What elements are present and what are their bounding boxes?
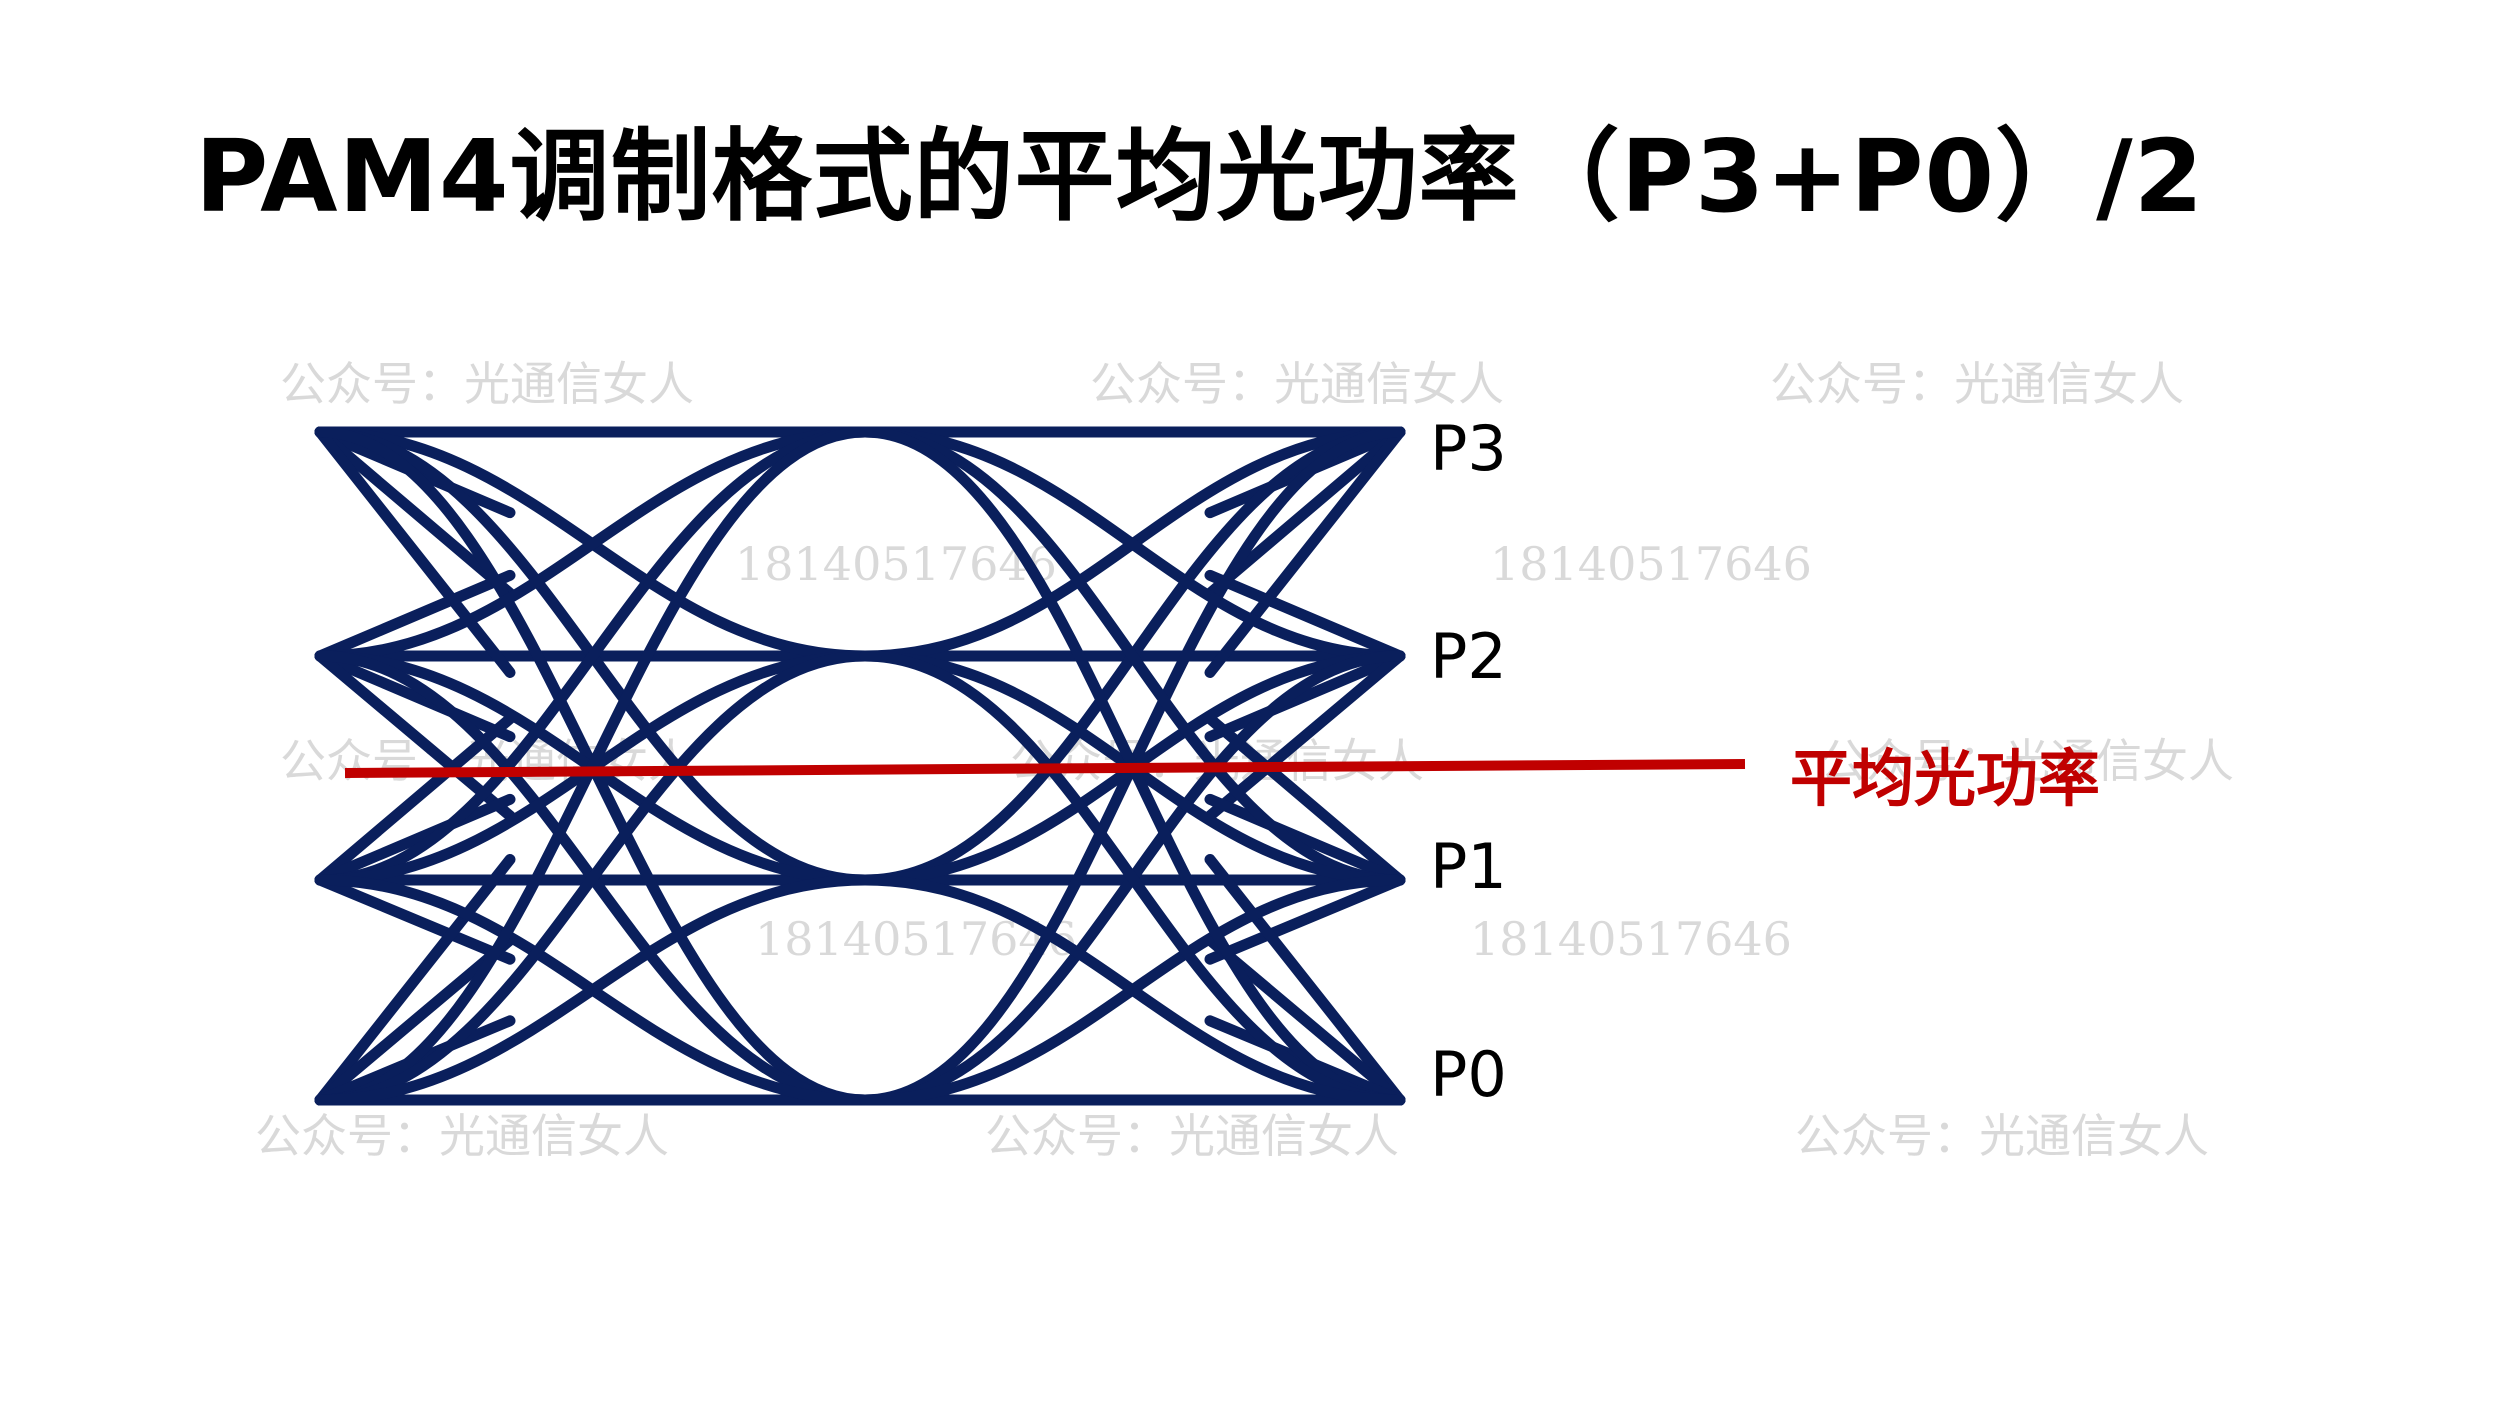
level-label-p0: P0 (1430, 1038, 1507, 1111)
level-label-p1: P1 (1430, 830, 1507, 903)
trace-left-p0-p1 (314, 874, 871, 1106)
transition-left-p2-p3 (314, 569, 516, 662)
trace-right-p3-p1 (859, 426, 1406, 886)
transition-left-p0-p2 (314, 934, 516, 1106)
trace-right-p3-p2 (859, 426, 1406, 662)
transition-left-p1-p2 (314, 793, 516, 886)
trace-right-p1-p0 (859, 874, 1406, 1106)
transition-right-p3-p0 (1204, 426, 1406, 678)
watermark-account: 公众号：光通信女人 (1795, 1109, 2209, 1163)
watermark-phone: 18140517646 (1470, 912, 1792, 966)
transition-left-p1-p0 (314, 874, 516, 965)
transition-left-p2-p1 (314, 650, 516, 743)
transition-right-p0-p3 (1204, 854, 1406, 1106)
trace-right-p2-p0 (859, 650, 1406, 1106)
average-power-line (344, 759, 1746, 778)
eye-traces (314, 426, 1406, 1106)
watermark-phone: 18140517646 (735, 537, 1057, 591)
level-label-p3: P3 (1430, 412, 1507, 485)
transition-left-p0-p3 (314, 854, 516, 1106)
watermark-account: 公众号：光通信女人 (255, 1109, 669, 1163)
watermark-phone: 18140517646 (1490, 537, 1812, 591)
trace-left-p1-p3 (314, 426, 871, 886)
watermark-account: 公众号：光通信女人 (1820, 734, 2234, 788)
watermark-account: 公众号：光通信女人 (1770, 357, 2184, 411)
transition-left-p1-p3 (314, 713, 516, 886)
level-label-p2: P2 (1430, 620, 1507, 693)
transition-left-p3-p0 (314, 426, 516, 678)
transition-right-p2-p3 (1204, 569, 1406, 662)
transition-left-p3-p1 (314, 426, 516, 599)
watermark-account: 公众号：光通信女人 (985, 1109, 1399, 1163)
trace-left-p0-p3 (314, 426, 871, 1106)
watermark-account: 公众号：光通信女人 (280, 357, 694, 411)
transition-right-p2-p1 (1204, 650, 1406, 743)
watermark-account: 公众号：光通信女人 (1090, 357, 1504, 411)
average-power-label: 平均光功率 (1790, 742, 2101, 815)
page-title: PAM4调制格式的平均光功率（P3+P0）/2 (195, 118, 2205, 235)
trace-left-p0-p2 (314, 650, 871, 1106)
transition-right-p1-p0 (1204, 874, 1406, 965)
trace-left-p2-p3 (314, 426, 871, 662)
transition-right-p3-p1 (1204, 426, 1406, 599)
transition-right-p1-p2 (1204, 793, 1406, 886)
transition-left-p2-p0 (314, 650, 516, 822)
